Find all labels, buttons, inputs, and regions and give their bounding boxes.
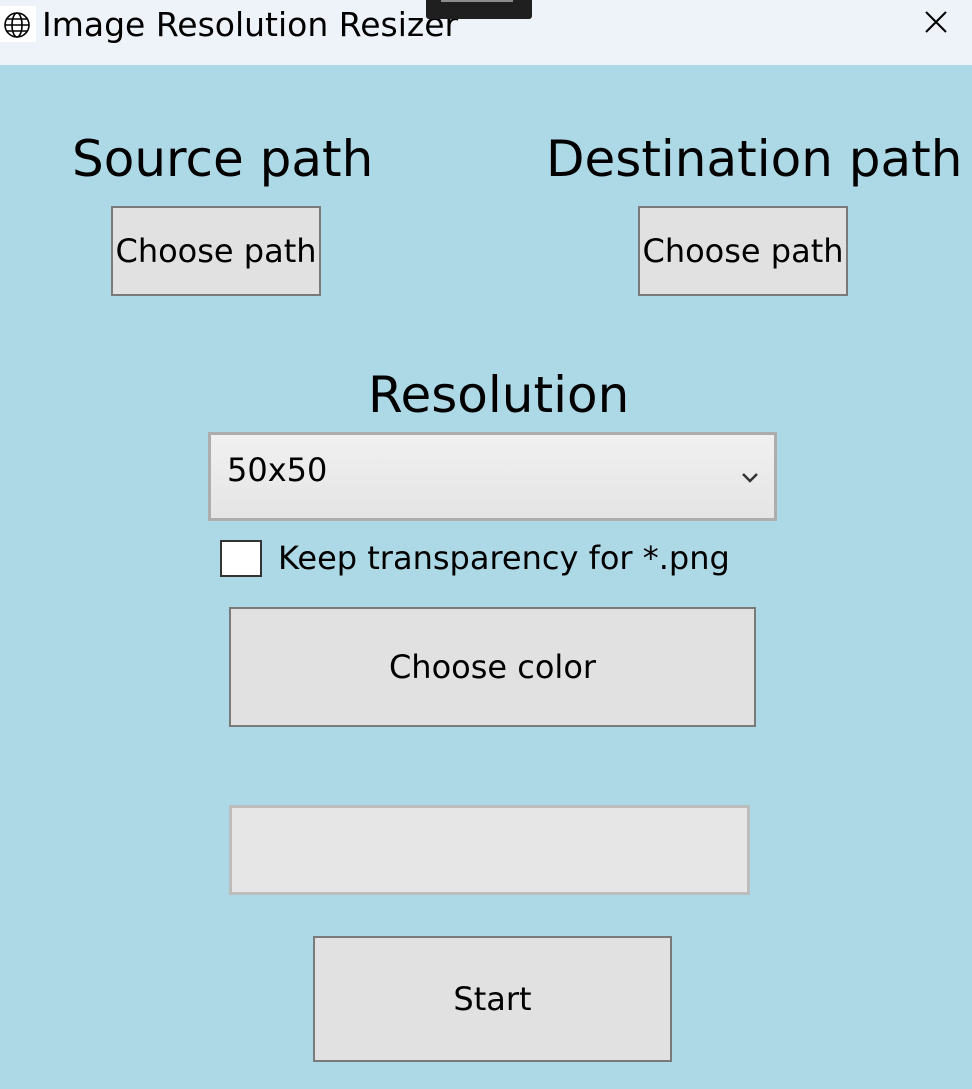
- resolution-heading: Resolution: [368, 366, 630, 424]
- choose-source-path-button[interactable]: Choose path: [111, 206, 321, 296]
- globe-icon: [0, 6, 36, 42]
- resolution-selected-value: 50x50: [227, 451, 328, 489]
- title-bar: Image Resolution Resizer: [0, 0, 972, 65]
- keep-transparency-checkbox[interactable]: [220, 540, 262, 577]
- minimize-button[interactable]: [426, 0, 532, 19]
- destination-path-heading: Destination path: [546, 130, 963, 188]
- start-button[interactable]: Start: [313, 936, 672, 1062]
- window-title: Image Resolution Resizer: [42, 5, 459, 44]
- choose-color-button[interactable]: Choose color: [229, 607, 756, 727]
- chevron-down-icon: [741, 469, 759, 483]
- close-icon[interactable]: [918, 4, 954, 40]
- keep-transparency-label: Keep transparency for *.png: [278, 539, 730, 577]
- progress-bar: [229, 805, 750, 895]
- choose-destination-path-button[interactable]: Choose path: [638, 206, 848, 296]
- source-path-heading: Source path: [72, 130, 374, 188]
- resolution-select[interactable]: 50x50: [208, 432, 777, 521]
